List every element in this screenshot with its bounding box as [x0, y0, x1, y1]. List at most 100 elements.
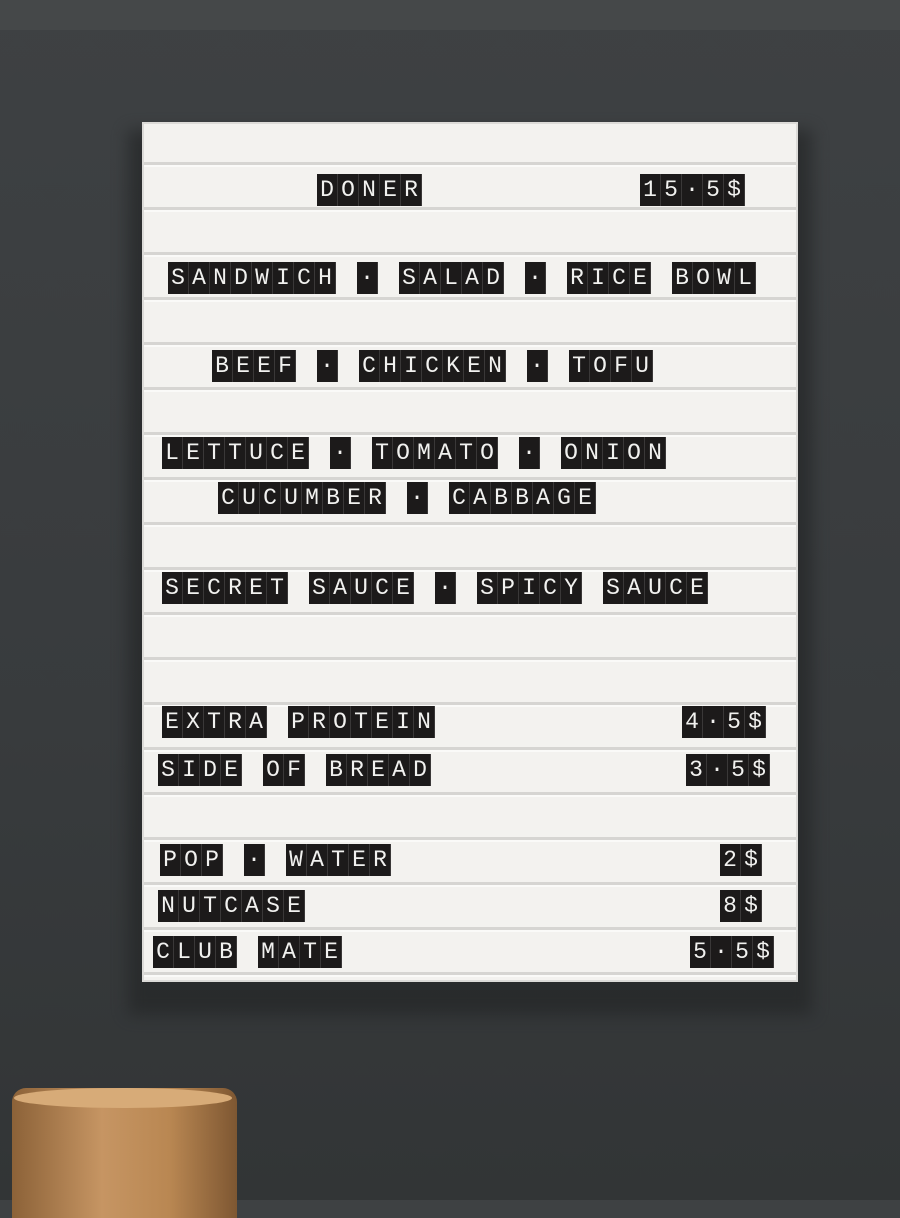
tile-gap [540, 437, 561, 469]
letter-tile: R [225, 572, 246, 604]
letter-tile: 4 [682, 706, 703, 738]
letter-tile: I [519, 572, 540, 604]
tile-gap [414, 572, 435, 604]
tile-gap [338, 350, 359, 382]
letter-tile: B [323, 482, 344, 514]
letter-tile: R [370, 844, 391, 876]
letter-tile: U [281, 482, 302, 514]
letter-tile: O [263, 754, 284, 786]
tile-gap [428, 482, 449, 514]
letter-tile: U [179, 890, 200, 922]
letter-tile: T [300, 936, 321, 968]
letter-tile: T [204, 437, 225, 469]
tile-gap [305, 754, 326, 786]
letter-tile: E [687, 572, 708, 604]
letter-tile: U [195, 936, 216, 968]
letter-tile: $ [749, 754, 770, 786]
letter-tile: C [422, 350, 443, 382]
letter-tile: $ [745, 706, 766, 738]
tile-gap [265, 844, 286, 876]
letter-tile: E [321, 936, 342, 968]
letter-tile: M [302, 482, 323, 514]
tile-gap [378, 262, 399, 294]
letter-tile: C [267, 437, 288, 469]
paper-cup-rim [14, 1088, 232, 1108]
letter-tile: R [401, 174, 422, 206]
letter-tile: U [239, 482, 260, 514]
letter-tile: E [254, 350, 275, 382]
letter-tile: 5 [732, 936, 753, 968]
letter-tile: T [456, 437, 477, 469]
letter-tile: C [294, 262, 315, 294]
letter-tile: P [202, 844, 223, 876]
letter-tile: D [410, 754, 431, 786]
letter-tile: E [288, 437, 309, 469]
letter-tile: E [372, 706, 393, 738]
letter-tile: W [252, 262, 273, 294]
letter-tile: I [603, 437, 624, 469]
letter-tile: 3 [686, 754, 707, 786]
letter-tile: N [582, 437, 603, 469]
letter-tile: E [464, 350, 485, 382]
letter-tile: I [393, 706, 414, 738]
letter-tile: W [714, 262, 735, 294]
letter-tile: L [735, 262, 756, 294]
letter-tile: · [525, 262, 546, 294]
letter-tile: B [326, 754, 347, 786]
letter-tile: · [711, 936, 732, 968]
letter-tile: · [707, 754, 728, 786]
letter-tile: L [162, 437, 183, 469]
tile-gap [504, 262, 525, 294]
letter-tile: A [470, 482, 491, 514]
letter-tile: O [561, 437, 582, 469]
letter-tile: W [286, 844, 307, 876]
letter-tile: O [590, 350, 611, 382]
letter-tile: A [624, 572, 645, 604]
letter-tile: E [393, 572, 414, 604]
letter-tile: R [365, 482, 386, 514]
letter-tile: A [242, 890, 263, 922]
letter-tile: N [414, 706, 435, 738]
tile-gap [546, 262, 567, 294]
letter-tile: O [330, 706, 351, 738]
letter-tile: E [575, 482, 596, 514]
letter-tile: U [645, 572, 666, 604]
extra-price: 3·5$ [686, 754, 770, 786]
paper-cup-stack [12, 1088, 237, 1218]
letter-tile: O [693, 262, 714, 294]
tile-gap [651, 262, 672, 294]
letter-tile: $ [741, 844, 762, 876]
letter-tile: A [189, 262, 210, 294]
letter-tile: P [498, 572, 519, 604]
tile-gap [237, 936, 258, 968]
letter-tile: Y [561, 572, 582, 604]
letter-tile: E [380, 174, 401, 206]
letter-tile: H [380, 350, 401, 382]
letter-tile: P [160, 844, 181, 876]
letter-tile: · [407, 482, 428, 514]
letter-tile: A [246, 706, 267, 738]
letter-tile: L [441, 262, 462, 294]
letter-tile: 5 [703, 174, 724, 206]
letter-tile: D [317, 174, 338, 206]
letter-tile: F [284, 754, 305, 786]
letter-tile: T [200, 890, 221, 922]
letter-tile: S [162, 572, 183, 604]
letter-tile: · [519, 437, 540, 469]
letter-tile: E [344, 482, 365, 514]
letter-tile: I [179, 754, 200, 786]
letter-tile: A [307, 844, 328, 876]
letter-tile: D [231, 262, 252, 294]
letter-tile: A [533, 482, 554, 514]
letter-tile: E [349, 844, 370, 876]
drink-price: 2$ [720, 844, 762, 876]
letter-tile: 1 [640, 174, 661, 206]
letter-tile: 5 [724, 706, 745, 738]
letter-tile: T [267, 572, 288, 604]
letter-tile: O [338, 174, 359, 206]
